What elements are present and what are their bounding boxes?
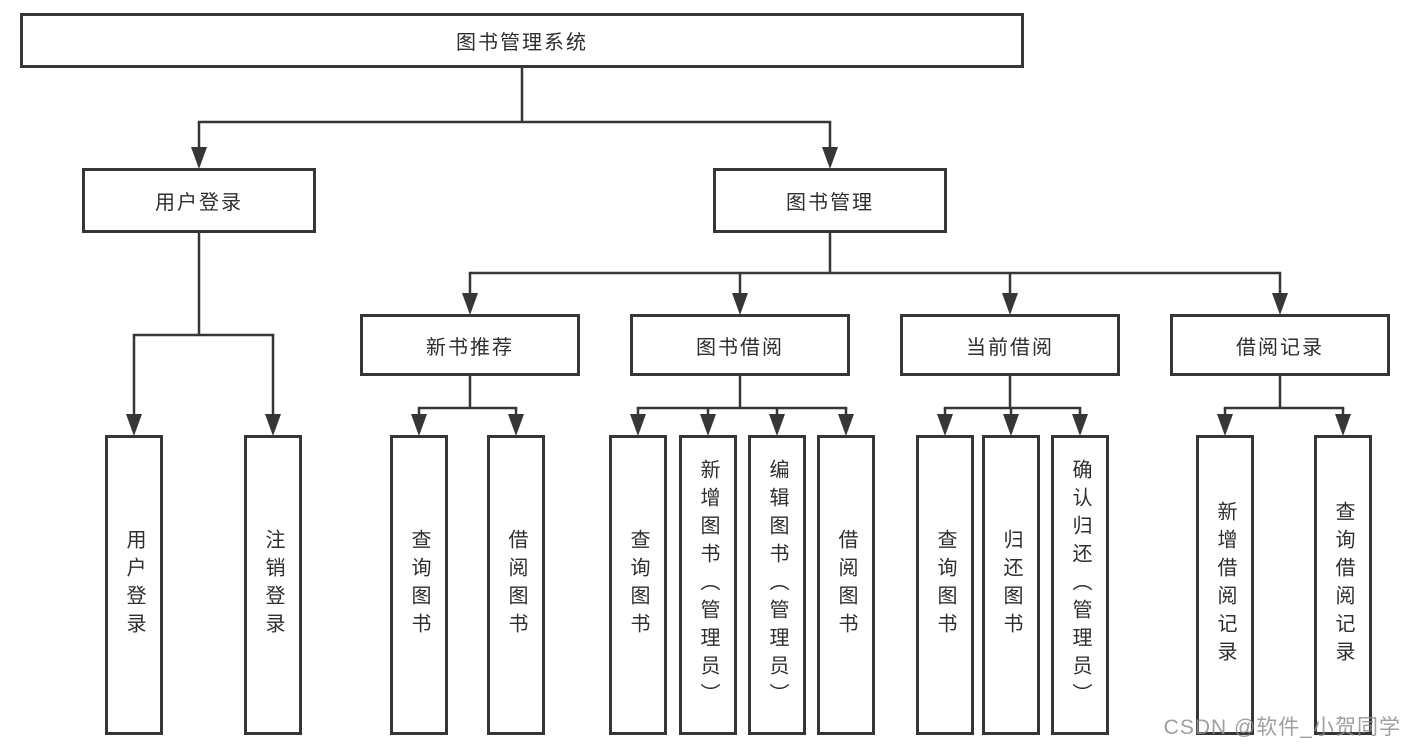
- leaf-br-query-record-label: 查询借阅记录: [1332, 501, 1354, 669]
- leaf-br-add-record: 新增借阅记录: [1196, 435, 1254, 735]
- leaf-br-query-record: 查询借阅记录: [1314, 435, 1372, 735]
- node-book-borrow: 图书借阅: [630, 314, 850, 376]
- node-book-management-label: 图书管理: [786, 192, 874, 214]
- leaf-cb-confirm-return-admin: 确认归还（管理员）: [1051, 435, 1109, 735]
- node-book-borrow-label: 图书借阅: [696, 336, 784, 359]
- leaf-br-add-record-label: 新增借阅记录: [1214, 501, 1236, 669]
- leaf-bb-edit-book-admin: 编辑图书（管理员）: [748, 435, 806, 735]
- node-user-login-label: 用户登录: [155, 192, 243, 214]
- node-new-book-recommend: 新书推荐: [360, 314, 580, 376]
- node-user-login: 用户登录: [82, 168, 316, 233]
- leaf-bb-query-books-label: 查询图书: [627, 529, 649, 641]
- leaf-cb-query-books-label: 查询图书: [934, 529, 956, 641]
- node-new-book-recommend-label: 新书推荐: [426, 336, 514, 359]
- node-current-borrow: 当前借阅: [900, 314, 1120, 376]
- node-root: 图书管理系统: [20, 13, 1024, 68]
- watermark-text: CSDN @软件_小贺同学: [1163, 716, 1401, 739]
- leaf-logout: 注销登录: [244, 435, 302, 735]
- node-current-borrow-label: 当前借阅: [966, 336, 1054, 359]
- leaf-bb-borrow-books: 借阅图书: [817, 435, 875, 735]
- leaf-bb-query-books: 查询图书: [609, 435, 667, 735]
- node-book-management: 图书管理: [713, 168, 947, 233]
- leaf-logout-label: 注销登录: [262, 529, 284, 641]
- leaf-user-login-label: 用户登录: [123, 529, 145, 641]
- leaf-bb-add-book-admin-label: 新增图书（管理员）: [697, 459, 719, 711]
- leaf-nbr-query-books-label: 查询图书: [408, 529, 430, 641]
- leaf-cb-confirm-return-admin-label: 确认归还（管理员）: [1069, 459, 1091, 711]
- node-borrow-records: 借阅记录: [1170, 314, 1390, 376]
- leaf-bb-add-book-admin: 新增图书（管理员）: [679, 435, 737, 735]
- node-root-label: 图书管理系统: [456, 32, 588, 54]
- leaf-nbr-borrow-books: 借阅图书: [487, 435, 545, 735]
- leaf-bb-edit-book-admin-label: 编辑图书（管理员）: [766, 459, 788, 711]
- leaf-nbr-borrow-books-label: 借阅图书: [505, 529, 527, 641]
- leaf-user-login: 用户登录: [105, 435, 163, 735]
- leaf-cb-query-books: 查询图书: [916, 435, 974, 735]
- leaf-cb-return-books-label: 归还图书: [1000, 529, 1022, 641]
- node-borrow-records-label: 借阅记录: [1236, 336, 1324, 359]
- leaf-cb-return-books: 归还图书: [982, 435, 1040, 735]
- leaf-bb-borrow-books-label: 借阅图书: [835, 529, 857, 641]
- leaf-nbr-query-books: 查询图书: [390, 435, 448, 735]
